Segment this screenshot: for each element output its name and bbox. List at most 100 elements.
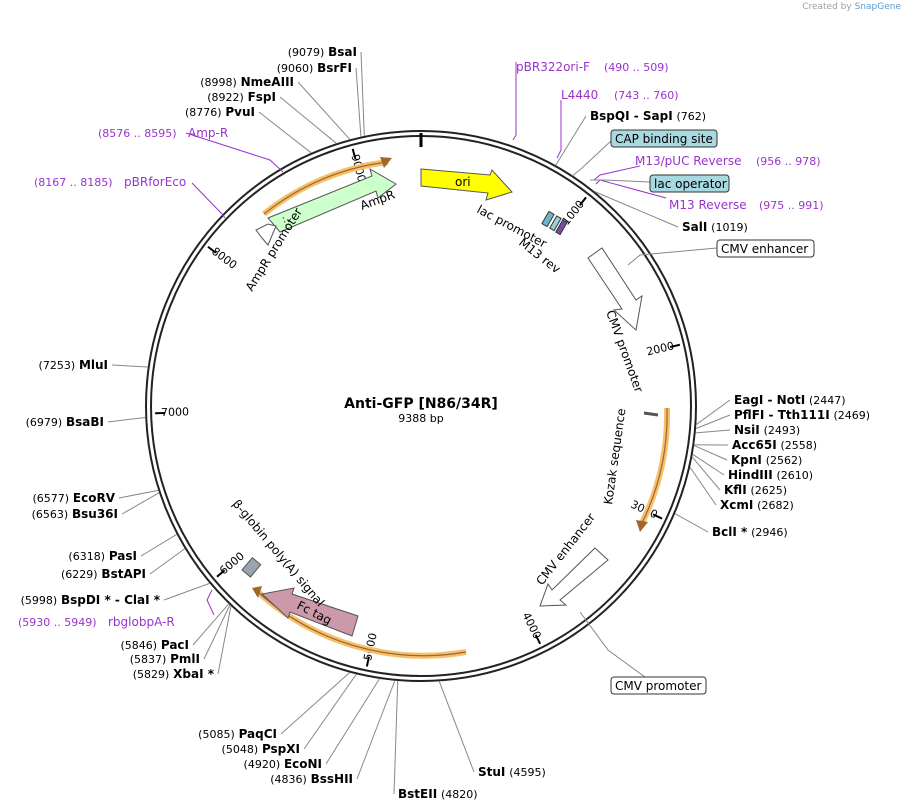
enzyme-leader (217, 606, 232, 675)
enzyme-leader (695, 414, 731, 429)
enzyme-site[interactable]: StuI (4595) (478, 765, 546, 779)
enzyme-name: BclI * (712, 525, 748, 539)
enzyme-leader (594, 191, 679, 228)
tick-label: 4000 (520, 610, 544, 641)
kozak-orf-line (641, 407, 668, 524)
enzyme-position: (4836) (270, 773, 307, 786)
tick-mark (207, 245, 217, 254)
fc-tag-arrow (260, 587, 359, 637)
kozak-arrowhead (636, 520, 648, 532)
tick-label: 2000 (645, 339, 675, 358)
cmv-enhancer-box (716, 239, 815, 258)
cap-binding-label: CAP binding site (615, 132, 713, 146)
enzyme-leader (192, 603, 230, 646)
tick-mark (534, 634, 542, 645)
ampr-arrow (267, 167, 397, 233)
snapgene-logo: SnapGene (854, 2, 901, 12)
enzyme-site[interactable]: Acc65I (2558) (732, 438, 817, 452)
enzyme-site[interactable]: (6577) EcoRV (33, 491, 116, 505)
boxed-leaders (571, 139, 718, 689)
enzyme-name: KpnI (731, 453, 762, 467)
enzyme-name: FspI (248, 90, 276, 104)
enzyme-position: (5998) (21, 594, 58, 607)
primer-m13rev-name: M13 Reverse (669, 198, 747, 212)
enzyme-name: MluI (79, 358, 108, 372)
enzyme-position: (9060) (277, 62, 314, 75)
enzyme-name: BsrFI (317, 61, 352, 75)
enzyme-leader (258, 111, 312, 154)
backbone (145, 130, 697, 682)
enzyme-leader (692, 453, 725, 476)
enzyme-site[interactable]: (7253) MluI (39, 358, 108, 372)
enzyme-leader (393, 681, 399, 795)
enzyme-name: BsaI (328, 45, 357, 59)
primer-pbr322ori-f-range: (490 .. 509) (604, 61, 669, 74)
enzyme-site[interactable]: (8998) NmeAIII (200, 75, 294, 89)
boxed-features: CAP binding site lac operator CMV enhanc… (610, 129, 815, 695)
enzyme-site[interactable]: NsiI (2493) (734, 423, 800, 437)
enzyme-site[interactable]: (5048) PspXI (222, 742, 300, 756)
enzyme-site[interactable]: PflFI - Tth111I (2469) (734, 408, 870, 422)
kozak-label: Kozak sequence (601, 408, 628, 506)
enzyme-site[interactable]: BspQI - SapI (762) (590, 109, 706, 123)
enzyme-site[interactable]: (4920) EcoNI (244, 757, 322, 771)
enzyme-position: (5829) (133, 668, 170, 681)
enzyme-site[interactable]: (6318) PasI (68, 549, 137, 563)
enzyme-site[interactable]: XcmI (2682) (720, 498, 794, 512)
enzyme-site[interactable]: EagI - NotI (2447) (734, 393, 846, 407)
ori-arrow (420, 168, 513, 201)
enzyme-position: (2682) (757, 499, 794, 512)
enzyme-site[interactable]: (9060) BsrFI (277, 61, 352, 75)
enzyme-site[interactable]: BstEII (4820) (398, 787, 478, 801)
enzyme-site[interactable]: HindIII (2610) (728, 468, 813, 482)
enzyme-site[interactable]: SalI (1019) (682, 220, 748, 234)
enzyme-leader (149, 548, 186, 575)
enzyme-name: BsaBI (66, 415, 104, 429)
cmv-enhancer-lower-arrow (539, 547, 609, 607)
enzyme-leader (360, 51, 365, 136)
primer-pbrforeco-range: (8167 .. 8185) (34, 176, 113, 189)
primer-labels: pBR322ori-F (490 .. 509) L4440 (743 .. 7… (18, 60, 824, 629)
lac-operator-box (649, 174, 730, 193)
enzyme-site[interactable]: (5085) PaqCI (198, 727, 277, 741)
enzyme-site[interactable]: (5998) BspDI * - ClaI * (21, 593, 161, 607)
lac-promoter-label: lac promoter (475, 202, 549, 250)
enzyme-site[interactable]: (8776) PvuI (185, 105, 255, 119)
enzyme-name: StuI (478, 765, 505, 779)
enzyme-position: (8998) (200, 76, 237, 89)
enzyme-site[interactable]: KflI (2625) (724, 483, 787, 497)
enzyme-leader (693, 445, 728, 461)
enzyme-name: Acc65I (732, 438, 777, 452)
primer-ampr-name: Amp-R (188, 126, 228, 140)
enzyme-site[interactable]: (5829) XbaI * (133, 667, 215, 681)
enzyme-site[interactable]: (9079) BsaI (288, 45, 357, 59)
enzyme-site[interactable]: (4836) BssHII (270, 772, 353, 786)
features (241, 157, 671, 659)
lac-operator-label: lac operator (654, 177, 727, 191)
enzyme-leader (203, 604, 231, 660)
enzyme-position: (6979) (26, 416, 63, 429)
enzyme-name: EcoNI (284, 757, 322, 771)
enzyme-site[interactable]: BclI * (2946) (712, 525, 788, 539)
enzyme-site[interactable]: (6979) BsaBI (26, 415, 104, 429)
enzyme-leader (689, 467, 717, 506)
enzyme-leader (297, 81, 351, 140)
tick-label: 5000 (361, 632, 379, 662)
enzyme-name: EcoRV (73, 491, 116, 505)
enzyme-site[interactable]: (5837) PmlI (130, 652, 200, 666)
enzyme-position: (5846) (120, 639, 157, 652)
enzyme-site[interactable]: (6563) Bsu36I (32, 507, 118, 521)
plasmid-name: Anti-GFP [N86/34R] (344, 396, 498, 412)
primer-pbr322ori-f-name: pBR322ori-F (516, 60, 590, 74)
enzyme-name: NsiI (734, 423, 760, 437)
enzyme-position: (6577) (33, 492, 70, 505)
enzyme-site[interactable]: KpnI (2562) (731, 453, 802, 467)
enzyme-name: BstEII (398, 787, 437, 801)
enzyme-name: KflI (724, 483, 747, 497)
enzyme-position: (8776) (185, 106, 222, 119)
enzyme-site[interactable]: (6229) BstAPI (61, 567, 146, 581)
cmv-promoter-label-box: CMV promoter (615, 679, 702, 693)
enzyme-site[interactable]: (5846) PacI (120, 638, 189, 652)
enzyme-site[interactable]: (8922) FspI (207, 90, 276, 104)
enzyme-leader (695, 429, 731, 434)
